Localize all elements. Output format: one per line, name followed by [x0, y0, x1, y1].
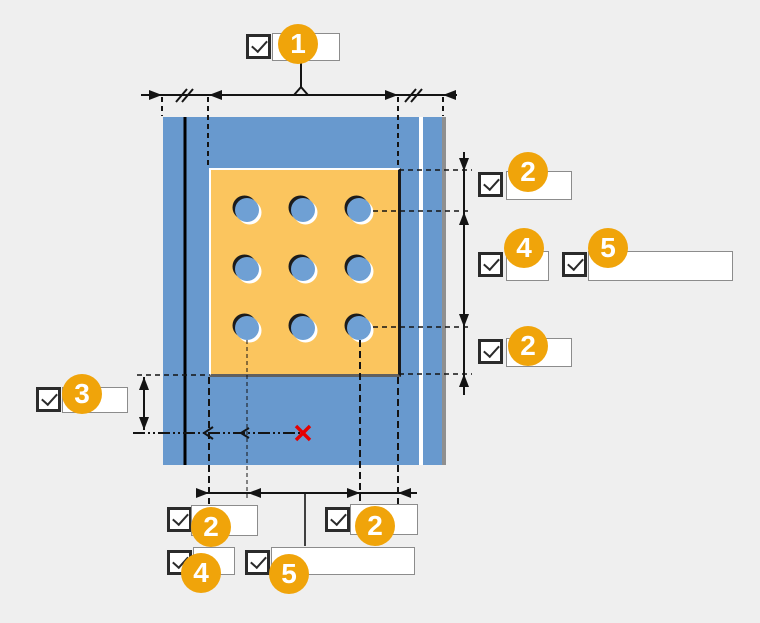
hole [347, 316, 371, 340]
hole [235, 316, 259, 340]
horizontal-spacing-badge: 5 [269, 554, 309, 594]
checkmark-icon [172, 508, 189, 527]
hole [235, 198, 259, 222]
vertical-offset-checkbox[interactable] [36, 387, 61, 412]
checkmark-icon [251, 35, 268, 54]
vertical-offset-badge: 3 [62, 374, 102, 414]
right-edge-distance-badge: 2 [355, 506, 395, 546]
right-edge-distance-checkbox[interactable] [325, 507, 350, 532]
left-edge-distance-checkbox[interactable] [167, 507, 192, 532]
hole [235, 257, 259, 281]
overall-width-badge: 1 [278, 24, 318, 64]
checkmark-icon [483, 173, 500, 192]
left-edge-distance-badge: 2 [191, 507, 231, 547]
panel-gap-line [419, 117, 423, 465]
vertical-spacing-badge: 5 [588, 228, 628, 268]
hole [291, 198, 315, 222]
horizontal-count-badge: 4 [181, 553, 221, 593]
top-edge-distance-badge: 2 [508, 152, 548, 192]
vertical-count-checkbox[interactable] [478, 252, 503, 277]
hole [291, 316, 315, 340]
bottom-edge-distance-checkbox[interactable] [478, 339, 503, 364]
hole [347, 257, 371, 281]
vertical-count-badge: 4 [504, 228, 544, 268]
vertical-spacing-checkbox[interactable] [562, 252, 587, 277]
bottom-edge-distance-badge: 2 [508, 326, 548, 366]
hole [291, 257, 315, 281]
checkmark-icon [250, 551, 267, 570]
checkmark-icon [567, 253, 584, 272]
top-edge-distance-checkbox[interactable] [478, 172, 503, 197]
panel-right-strip [423, 117, 442, 465]
horizontal-spacing-checkbox[interactable] [245, 550, 270, 575]
leader-line [293, 62, 309, 96]
panel-shadow-edge [442, 117, 446, 465]
overall-width-checkbox[interactable] [246, 34, 271, 59]
checkmark-icon [41, 388, 58, 407]
checkmark-icon [483, 253, 500, 272]
checkmark-icon [483, 340, 500, 359]
checkmark-icon [330, 508, 347, 527]
hole [347, 198, 371, 222]
